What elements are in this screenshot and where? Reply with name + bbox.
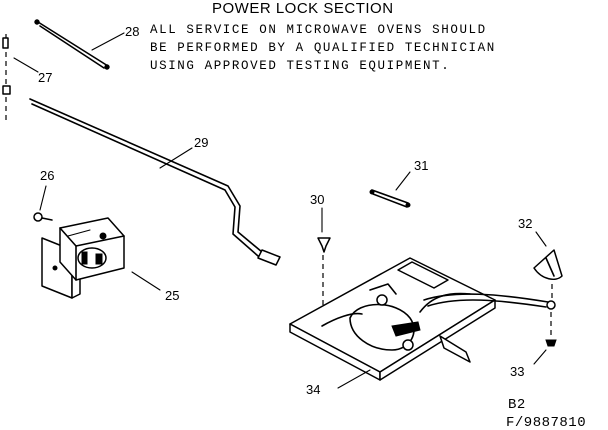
leader-31 — [395, 171, 411, 191]
service-note-line-2: BE PERFORMED BY A QUALIFIED TECHNICIAN — [150, 41, 496, 55]
leader-34 — [337, 369, 371, 389]
leader-32 — [535, 231, 547, 247]
callout-33: 33 — [510, 364, 524, 379]
callout-25: 25 — [165, 288, 179, 303]
callout-32: 32 — [518, 216, 532, 231]
callout-29: 29 — [194, 135, 208, 150]
part-30-clip — [317, 237, 331, 330]
lever-arm — [423, 293, 556, 310]
page-code: B2 — [508, 397, 526, 413]
callout-31: 31 — [414, 158, 428, 173]
part-31-spring — [369, 189, 411, 208]
section-title: POWER LOCK SECTION — [212, 0, 394, 17]
part-26-screw — [33, 212, 53, 222]
leader-28 — [91, 32, 125, 51]
service-note-line-3: USING APPROVED TESTING EQUIPMENT. — [150, 59, 450, 73]
callout-26: 26 — [40, 168, 54, 183]
part-33-screw — [545, 312, 557, 347]
leader-29 — [159, 147, 193, 169]
callout-28: 28 — [125, 24, 139, 39]
leader-26 — [39, 185, 47, 211]
part-29-lock-rod — [29, 98, 281, 266]
part-32-knob — [533, 249, 563, 302]
part-27-pin — [2, 34, 11, 120]
part-34-mounting-plate — [289, 257, 496, 381]
leader-33 — [533, 349, 547, 365]
callout-27: 27 — [38, 70, 52, 85]
part-28-rod — [34, 19, 110, 70]
callout-30: 30 — [310, 192, 324, 207]
service-note-line-1: ALL SERVICE ON MICROWAVE OVENS SHOULD — [150, 23, 487, 37]
leader-27 — [13, 57, 39, 73]
callout-34: 34 — [306, 382, 320, 397]
figure-code: F/9887810 — [506, 415, 586, 430]
leader-25 — [131, 271, 161, 291]
part-25-solenoid-assembly — [41, 217, 125, 299]
